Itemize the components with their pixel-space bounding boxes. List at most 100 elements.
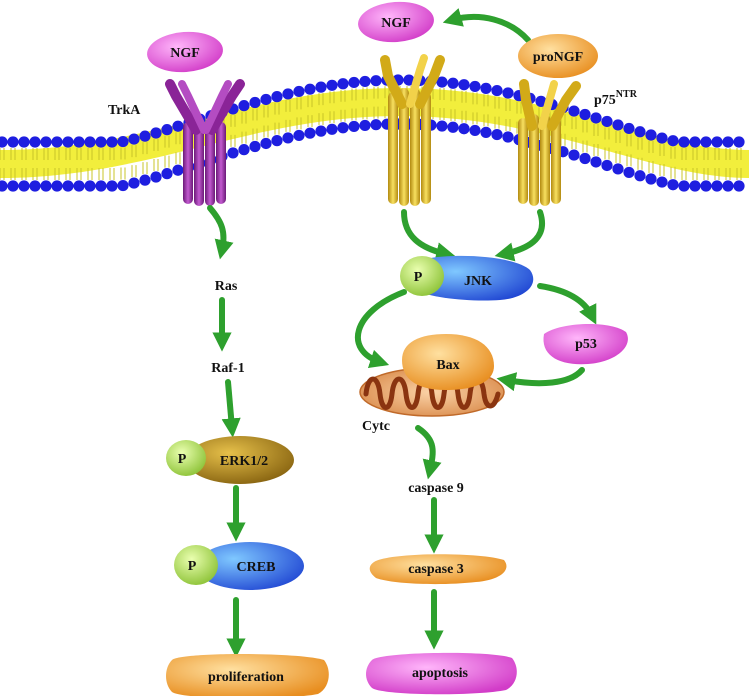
trka-arm-right-2: [202, 80, 232, 134]
jnk-phospho-shape: [400, 256, 444, 296]
membrane-head: [480, 126, 492, 138]
arrow-jnk-to-p53: [537, 283, 597, 325]
membrane-head: [337, 122, 349, 134]
membrane-head: [359, 119, 371, 132]
membrane-head: [282, 88, 294, 100]
membrane-head: [18, 180, 30, 192]
membrane-head: [95, 180, 107, 192]
p75c-stalk-2: [399, 88, 409, 206]
creb-label: CREB: [237, 560, 276, 575]
p75r-stalk-4: [551, 118, 561, 204]
p53-shape: [543, 323, 628, 365]
p75r-arm-right: [547, 81, 581, 131]
membrane-head: [469, 124, 481, 137]
membrane-head: [0, 180, 8, 192]
bax-shape: [402, 334, 494, 390]
membrane-head: [502, 131, 514, 143]
membrane-head: [128, 133, 140, 145]
arrow-trka-to-ras: [207, 205, 234, 260]
bax-label: Bax: [436, 358, 459, 373]
membrane-head: [260, 137, 272, 150]
membrane-head: [689, 180, 701, 192]
membrane-head: [51, 180, 63, 192]
membrane-head: [370, 119, 382, 131]
membrane-head: [436, 76, 448, 88]
ngf-top-ligand: NGF: [358, 1, 434, 43]
membrane-head: [271, 135, 283, 147]
membrane-head: [337, 78, 349, 90]
membrane-head: [73, 136, 85, 148]
membrane-head: [249, 96, 261, 109]
membrane-head: [568, 105, 580, 117]
creb-complex: P CREB: [174, 542, 304, 590]
erk-complex: P ERK1/2: [166, 436, 294, 484]
membrane-head: [238, 100, 250, 112]
membrane-head: [700, 180, 712, 192]
ngf-left-ligand: NGF: [147, 31, 223, 73]
proliferation-node: proliferation: [166, 654, 329, 696]
ngf-left-shape: [147, 31, 223, 73]
membrane-head: [282, 132, 294, 144]
membrane-head: [117, 179, 129, 192]
membrane-head: [293, 85, 305, 98]
p75c-stalk-4: [421, 92, 431, 204]
trka-stalk-1: [183, 122, 193, 204]
membrane-head: [590, 156, 602, 168]
membrane-head: [469, 80, 481, 93]
membrane-head: [326, 123, 338, 135]
membrane-head: [139, 130, 151, 142]
trka-arm-left: [165, 79, 201, 135]
membrane-head: [117, 135, 129, 148]
membrane-head: [601, 115, 613, 128]
apoptosis-label: apoptosis: [412, 666, 469, 681]
membrane-head: [623, 122, 635, 135]
membrane-head: [315, 125, 327, 137]
bax-node: Bax: [402, 334, 494, 390]
arrow-p53-to-bax: [496, 367, 585, 392]
membrane-head: [612, 119, 624, 131]
p75c-arm-mid: [406, 54, 428, 108]
membrane-head: [612, 163, 624, 175]
arrow-jnk-to-bax: [354, 289, 407, 369]
trka-label: TrkA: [108, 103, 141, 118]
membrane-head: [722, 180, 734, 192]
membrane-head: [326, 79, 338, 91]
membrane-head: [106, 180, 118, 192]
membrane-head: [304, 127, 316, 139]
membrane-head: [722, 136, 734, 148]
apoptosis-shape: [366, 652, 517, 695]
membrane-head: [29, 180, 41, 192]
membrane-head: [128, 177, 140, 189]
p75-label: p75NTR: [594, 89, 638, 108]
creb-phospho-shape: [174, 545, 218, 585]
membrane-head: [634, 170, 646, 182]
membrane-head: [40, 136, 52, 148]
p75-label-base: p75: [594, 93, 616, 108]
proliferation-label: proliferation: [208, 670, 284, 685]
membrane-head: [480, 82, 492, 94]
caspase3-shape: [369, 554, 507, 585]
membrane-head: [62, 136, 74, 148]
membrane-head: [458, 79, 470, 91]
membrane-head: [315, 81, 327, 93]
arrow-p75-center-to-jnk: [401, 209, 456, 262]
membrane-head: [491, 84, 503, 97]
membrane-head: [293, 129, 305, 142]
membrane-head: [634, 126, 646, 138]
arrow-raf1-to-erk: [221, 379, 241, 438]
membrane-head: [18, 136, 30, 148]
membrane-head: [370, 75, 382, 87]
membrane-head: [7, 180, 19, 192]
membrane-head: [645, 173, 657, 185]
p75r-arm-mid: [538, 80, 558, 130]
p53-label: p53: [575, 337, 597, 352]
membrane-head: [62, 180, 74, 192]
membrane-head: [150, 171, 162, 183]
membrane-head: [645, 129, 657, 141]
membrane-head: [502, 87, 514, 99]
membrane-head: [579, 108, 591, 121]
creb-phospho-label: P: [188, 559, 197, 574]
membrane-head: [260, 93, 272, 106]
membrane-head: [579, 152, 591, 165]
membrane-head: [733, 180, 745, 192]
